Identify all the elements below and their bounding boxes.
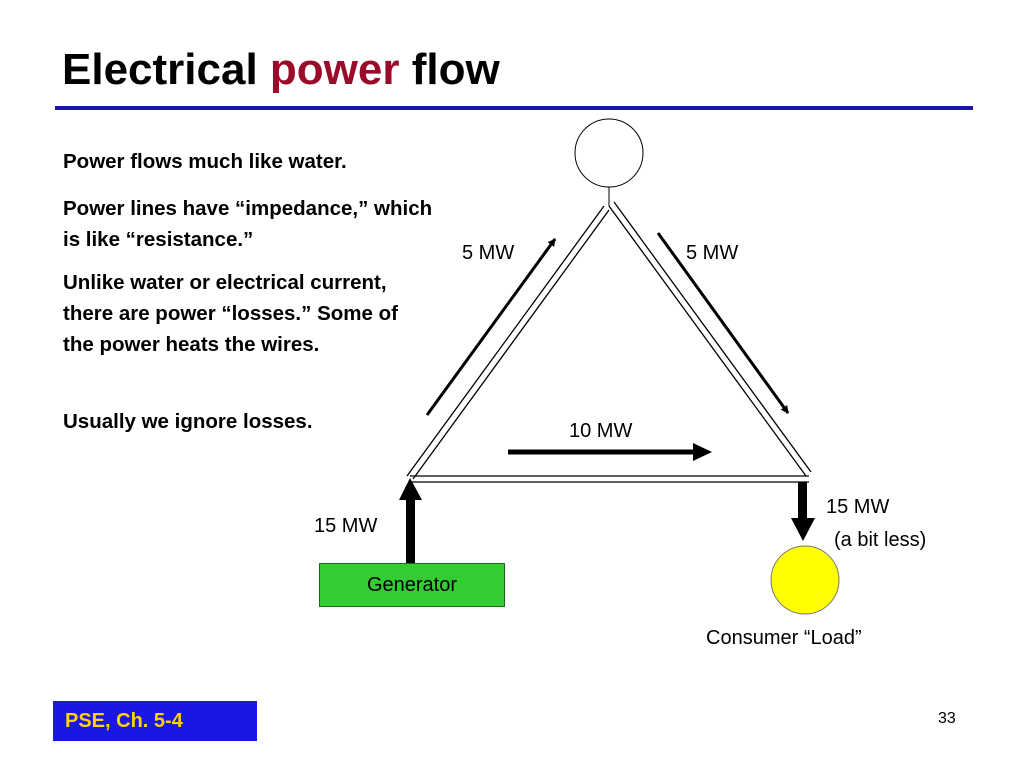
bullet-text-3: Unlike water or electrical current, ther… [63, 271, 398, 356]
right-line-flow-label: 5 MW [686, 242, 739, 264]
bullet-text-4: Usually we ignore losses. [63, 410, 313, 433]
generator-flow-arrow [399, 478, 422, 563]
title-part2: flow [399, 45, 500, 94]
load-label: Consumer “Load” [706, 627, 862, 649]
title-part1: Electrical [62, 45, 270, 94]
right-transmission-line [608, 201, 812, 477]
title-highlight: power [269, 45, 400, 94]
bottom-flow-arrow [508, 443, 712, 461]
left-line-flow-label: 5 MW [462, 242, 515, 264]
load-flow-arrow [791, 482, 815, 541]
load-flow-note: (a bit less) [834, 529, 927, 551]
generator-label: Generator [366, 573, 458, 596]
top-bus-node [574, 118, 644, 188]
page-number: 33 [938, 710, 956, 727]
right-flow-arrow [656, 232, 790, 414]
bullet-text-1: Power flows much like water. [63, 150, 347, 173]
generator-flow-label: 15 MW [314, 515, 378, 537]
left-transmission-line [406, 205, 610, 480]
load-flow-label: 15 MW [826, 496, 890, 518]
left-flow-arrow [425, 238, 557, 416]
load-node [770, 545, 840, 615]
slide-title: Electrical power flow [62, 48, 500, 92]
bullet-text-2: Power lines have “impedance,” which is l… [63, 197, 433, 251]
footer-text: PSE, Ch. 5-4 [65, 709, 183, 732]
bottom-transmission-line [410, 475, 809, 483]
bottom-line-flow-label: 10 MW [569, 420, 633, 442]
footer-tag: PSE, Ch. 5-4 [53, 701, 257, 741]
title-rule [55, 106, 973, 110]
generator-box: Generator [319, 563, 505, 607]
